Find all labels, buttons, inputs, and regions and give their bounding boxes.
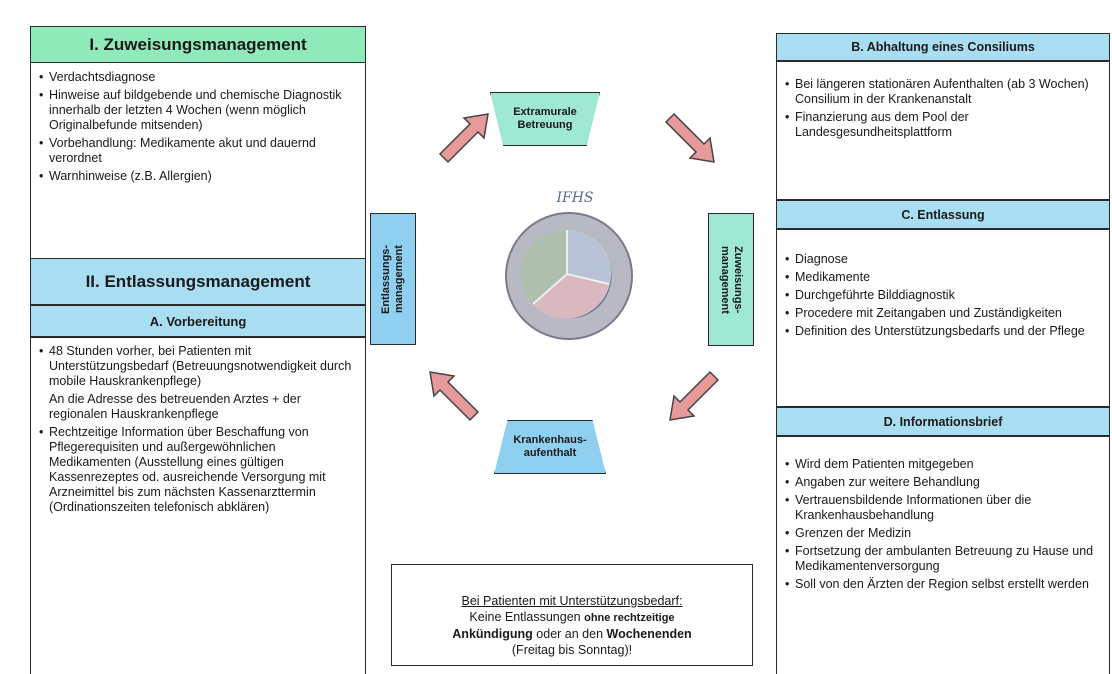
bullet-item: Vorbehandlung: Medikamente akut und daue…	[39, 136, 357, 166]
B-list: Bei längeren stationären Aufenthalten (a…	[785, 77, 1101, 140]
note-line1: Bei Patienten mit Unterstützungsbedarf:	[461, 594, 683, 608]
B-title: B. Abhaltung eines Consiliums	[851, 40, 1035, 54]
support-need-note: Bei Patienten mit Unterstützungsbedarf: …	[391, 564, 753, 666]
note-line3: Ankündigung oder an den Wochenenden	[392, 626, 752, 642]
subA-title: A. Vorbereitung	[149, 313, 247, 329]
logo-text: IFHS	[556, 190, 594, 206]
bullet-item: Rechtzeitige Information über Beschaffun…	[39, 425, 357, 515]
bullet-item: Wird dem Patienten mitgegeben	[785, 457, 1101, 472]
D-body: Wird dem Patienten mitgegebenAngaben zur…	[776, 436, 1110, 674]
cycle-node-bottom: Krankenhaus-aufenthalt	[494, 420, 606, 474]
bullet-item: Soll von den Ärzten der Region selbst er…	[785, 577, 1101, 592]
C-title: C. Entlassung	[901, 207, 985, 222]
bullet-item: Diagnose	[785, 252, 1101, 267]
arrow-top-right-icon	[664, 112, 715, 163]
bullet-item: Definition des Unterstützungsbedarfs und…	[785, 324, 1101, 339]
bullet-item: Medikamente	[785, 270, 1101, 285]
bullet-item: Hinweise auf bildgebende und chemische D…	[39, 88, 357, 133]
note-line3c: Wochenenden	[606, 627, 692, 641]
note-line2b: ohne rechtzeitige	[584, 612, 675, 624]
bullet-item: Warnhinweise (z.B. Allergien)	[39, 169, 357, 184]
cropped-header-line	[0, 0, 1112, 22]
D-title: D. Informationsbrief	[883, 414, 1003, 429]
note-line2: Keine Entlassungen ohne rechtzeitige	[392, 609, 752, 626]
cycle-node-left: Entlassungs-management	[370, 213, 416, 345]
cycle-node-left-label: Entlassungs-management	[380, 244, 405, 314]
D-list: Wird dem Patienten mitgegebenAngaben zur…	[785, 457, 1101, 592]
bullet-item: 48 Stunden vorher, bei Patienten mit Unt…	[39, 344, 357, 389]
B-header: B. Abhaltung eines Consiliums	[776, 33, 1110, 61]
section1-body: VerdachtsdiagnoseHinweise auf bildgebend…	[30, 62, 366, 259]
bullet-item: Bei längeren stationären Aufenthalten (a…	[785, 77, 1101, 107]
section1-title: I. Zuweisungsmanagement	[89, 34, 307, 54]
bullet-item: An die Adresse des betreuenden Arztes + …	[49, 392, 301, 421]
subA-list: 48 Stunden vorher, bei Patienten mit Unt…	[39, 344, 357, 515]
cycle-node-top-label: Extramurale Betreuung	[513, 106, 577, 131]
D-header: D. Informationsbrief	[776, 407, 1110, 436]
bullet-item: Verdachtsdiagnose	[39, 70, 357, 85]
B-body: Bei längeren stationären Aufenthalten (a…	[776, 61, 1110, 200]
bullet-item: Vertrauensbildende Informationen über di…	[785, 493, 1101, 523]
bullet-item: Grenzen der Medizin	[785, 526, 1101, 541]
cycle-node-right: Zuweisungs-management	[708, 213, 754, 346]
arrow-bottom-right-icon	[669, 370, 720, 421]
section1-list: VerdachtsdiagnoseHinweise auf bildgebend…	[39, 70, 357, 184]
subA-body: 48 Stunden vorher, bei Patienten mit Unt…	[30, 337, 366, 674]
section1-header: I. Zuweisungsmanagement	[30, 26, 366, 63]
subA-header: A. Vorbereitung	[30, 305, 366, 337]
center-logo	[505, 212, 633, 340]
note-line2a: Keine Entlassungen	[469, 610, 585, 624]
section2-title: II. Entlassungsmanagement	[85, 271, 311, 291]
arrow-bottom-left-icon	[429, 371, 480, 422]
C-list: DiagnoseMedikamenteDurchgeführte Bilddia…	[785, 252, 1101, 339]
cycle-node-top: Extramurale Betreuung	[490, 92, 600, 146]
section2-header: II. Entlassungsmanagement	[30, 258, 366, 305]
logo-photo-collage-icon	[521, 229, 611, 319]
note-line4: (Freitag bis Sonntag)!	[511, 643, 633, 657]
note-line3a: Ankündigung	[452, 627, 533, 641]
bullet-item: Finanzierung aus dem Pool der Landesgesu…	[785, 110, 1101, 140]
note-line3b: oder an den	[532, 627, 607, 641]
arrow-top-left-icon	[438, 113, 489, 164]
bullet-item: Angaben zur weitere Behandlung	[785, 475, 1101, 490]
cycle-node-bottom-label: Krankenhaus-aufenthalt	[513, 434, 587, 459]
cycle-node-right-label: Zuweisungs-management	[719, 245, 744, 314]
bullet-item: Fortsetzung der ambulanten Betreuung zu …	[785, 544, 1101, 574]
C-header: C. Entlassung	[776, 200, 1110, 229]
C-body: DiagnoseMedikamenteDurchgeführte Bilddia…	[776, 229, 1110, 407]
bullet-item: Procedere mit Zeitangaben und Zuständigk…	[785, 306, 1101, 321]
bullet-item: Durchgeführte Bilddiagnostik	[785, 288, 1101, 303]
